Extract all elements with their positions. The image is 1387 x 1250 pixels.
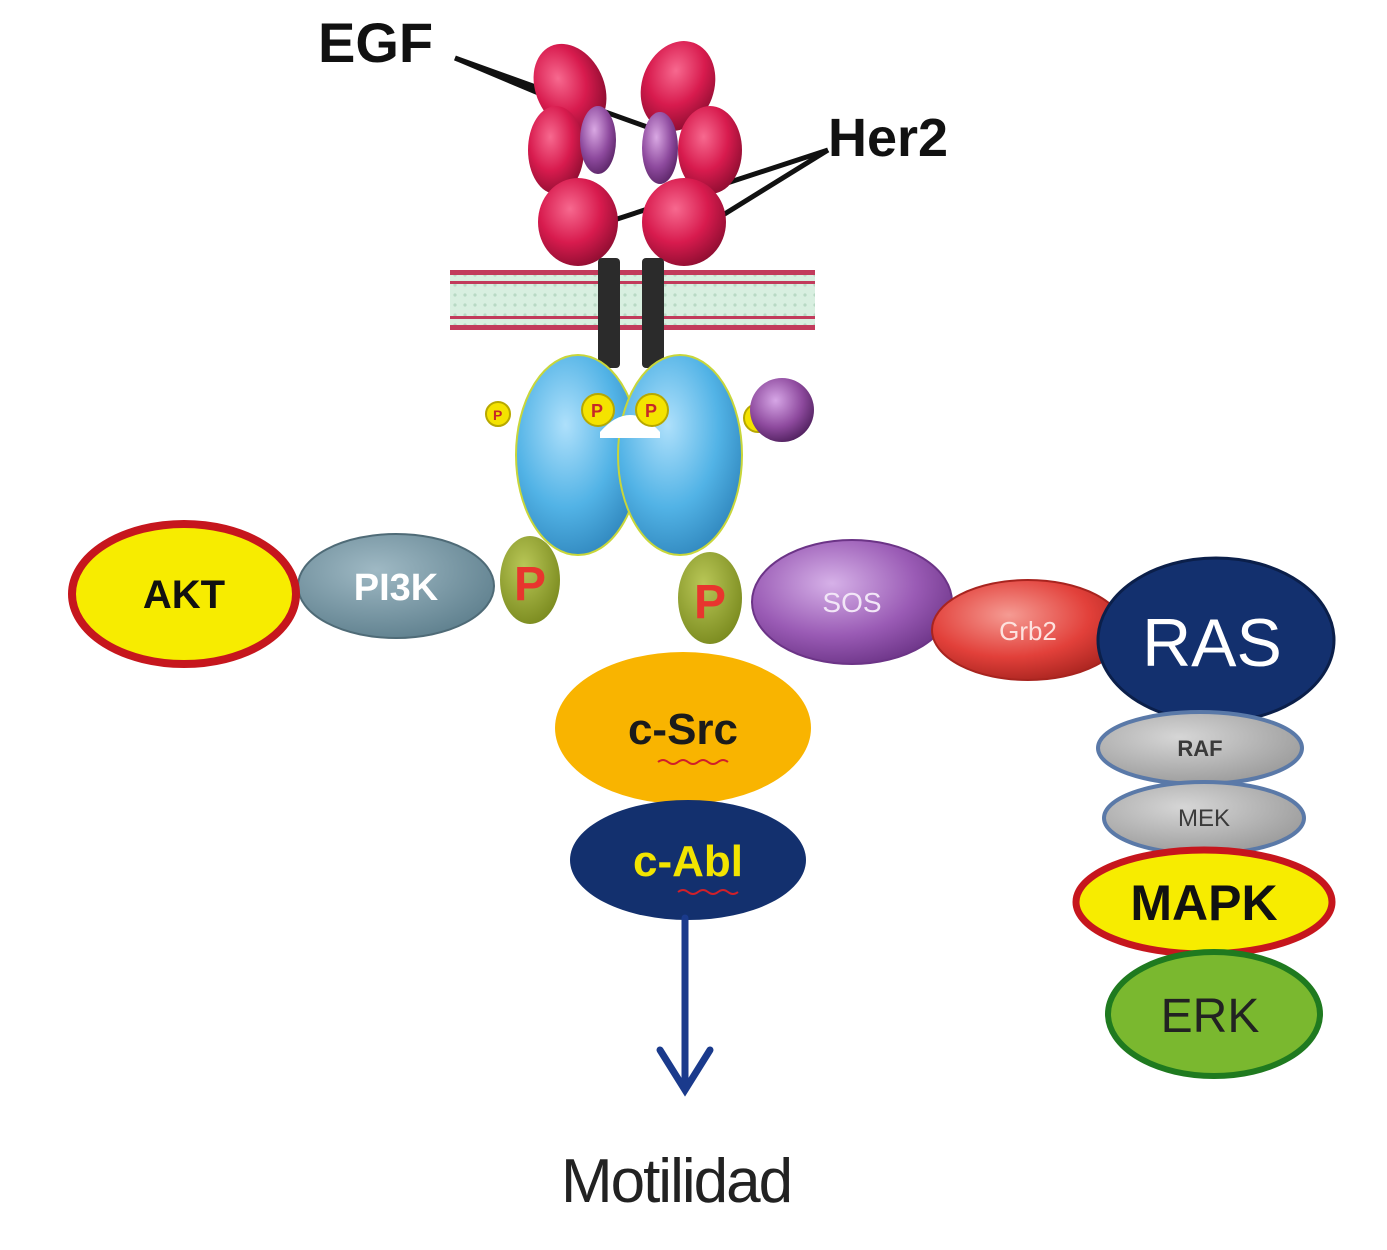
egf-ligand-left xyxy=(580,106,616,174)
transmembrane-helices xyxy=(598,258,664,368)
svg-text:Grb2: Grb2 xyxy=(999,616,1057,646)
egfr-extracellular-domain xyxy=(528,43,618,266)
svg-text:c-Src: c-Src xyxy=(628,705,738,754)
svg-text:P: P xyxy=(591,401,603,421)
motility-arrow xyxy=(656,914,714,1097)
svg-text:c-Abl: c-Abl xyxy=(633,837,743,886)
svg-text:PI3K: PI3K xyxy=(354,567,439,609)
svg-text:ERK: ERK xyxy=(1161,990,1260,1043)
erk-node: ERK xyxy=(1105,949,1323,1079)
egf-label: EGF xyxy=(318,11,433,74)
motilidad-label: Motilidad xyxy=(561,1147,791,1216)
cabl-node: c-Abl xyxy=(570,800,806,920)
phospho-right: P xyxy=(678,552,742,644)
sos-node: SOS xyxy=(751,539,953,665)
adapter-sphere xyxy=(750,378,814,442)
svg-text:RAF: RAF xyxy=(1177,736,1222,761)
mapk-node: MAPK xyxy=(1072,846,1336,958)
egf-ligand-right xyxy=(642,112,678,184)
ras-node: RAS xyxy=(1096,556,1336,724)
csrc-node: c-Src xyxy=(555,652,811,804)
svg-text:RAS: RAS xyxy=(1142,605,1282,681)
svg-text:MAPK: MAPK xyxy=(1130,875,1277,931)
raf-node: RAF xyxy=(1096,710,1304,786)
cell-membrane xyxy=(450,270,815,330)
svg-text:AKT: AKT xyxy=(143,573,225,617)
grb2-node: Grb2 xyxy=(931,579,1125,681)
svg-text:P: P xyxy=(694,576,726,629)
her2-label: Her2 xyxy=(828,108,948,168)
mek-node: MEK xyxy=(1102,780,1306,856)
svg-text:P: P xyxy=(514,558,546,611)
phospho-left: P xyxy=(500,536,560,624)
her2-extracellular-domain xyxy=(640,41,742,266)
kinase-domains xyxy=(515,354,743,556)
akt-node: AKT xyxy=(68,520,300,668)
svg-text:P: P xyxy=(645,401,657,421)
svg-text:SOS: SOS xyxy=(822,587,881,618)
pi3k-node: PI3K xyxy=(297,533,495,639)
svg-text:MEK: MEK xyxy=(1178,805,1230,832)
svg-text:P: P xyxy=(493,407,502,423)
